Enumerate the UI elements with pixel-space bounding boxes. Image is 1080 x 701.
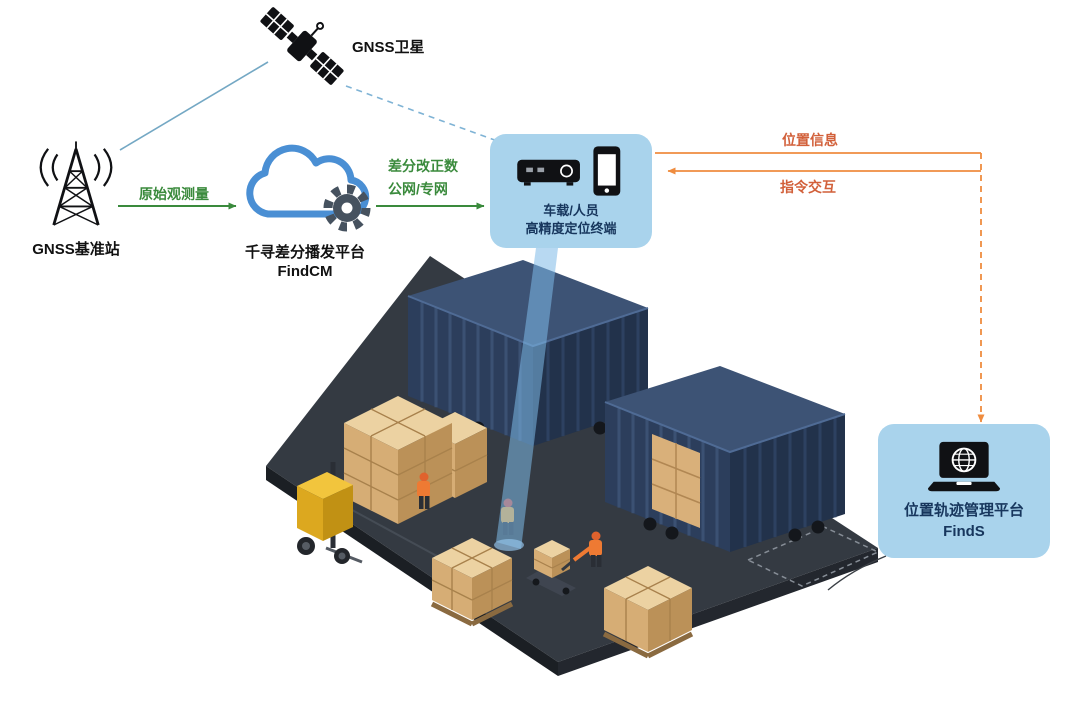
raw-observation-label: 原始观测量 <box>139 186 209 202</box>
shipping-container-front <box>604 366 846 552</box>
pallet-left <box>430 538 514 627</box>
positioning-terminal-node: 车载/人员 高精度定位终端 <box>490 134 652 248</box>
radio-tower-icon <box>39 141 113 226</box>
correction-label-1: 差分改正数 <box>388 158 458 174</box>
finds-label-line2: FindS <box>943 522 985 540</box>
terminal-label-line1: 车载/人员 <box>543 203 599 219</box>
vehicle-terminal-and-phone-icon <box>517 146 621 197</box>
command-interaction-label: 指令交互 <box>780 179 836 195</box>
base-station-label: GNSS基准站 <box>32 241 120 258</box>
cloud-gear-icon <box>246 144 371 232</box>
pallet-jack <box>526 540 576 596</box>
correction-label-2: 公网/专网 <box>388 181 448 197</box>
gnss-base-station-node <box>24 136 128 236</box>
findcm-product-label: FindCM <box>277 263 333 280</box>
terminal-label-line2: 高精度定位终端 <box>525 221 617 236</box>
laptop-globe-icon <box>927 442 1001 492</box>
gear-icon <box>323 184 371 232</box>
finds-platform-node: 位置轨迹管理平台 FindS <box>878 424 1050 558</box>
pallet-right <box>602 566 694 659</box>
gnss-satellite-node <box>252 0 352 92</box>
findcm-platform-label: 千寻差分播发平台 <box>244 244 365 261</box>
position-info-label: 位置信息 <box>782 132 838 148</box>
worker-at-stack <box>417 472 430 509</box>
satellite-icon <box>260 7 344 85</box>
satellite-label: GNSS卫星 <box>352 39 425 56</box>
finds-label-line1: 位置轨迹管理平台 <box>903 502 1024 520</box>
findcm-cloud-node <box>230 134 380 238</box>
cargo-stack-front <box>343 396 453 524</box>
forklift <box>297 462 363 564</box>
worker-with-jack <box>572 531 602 567</box>
